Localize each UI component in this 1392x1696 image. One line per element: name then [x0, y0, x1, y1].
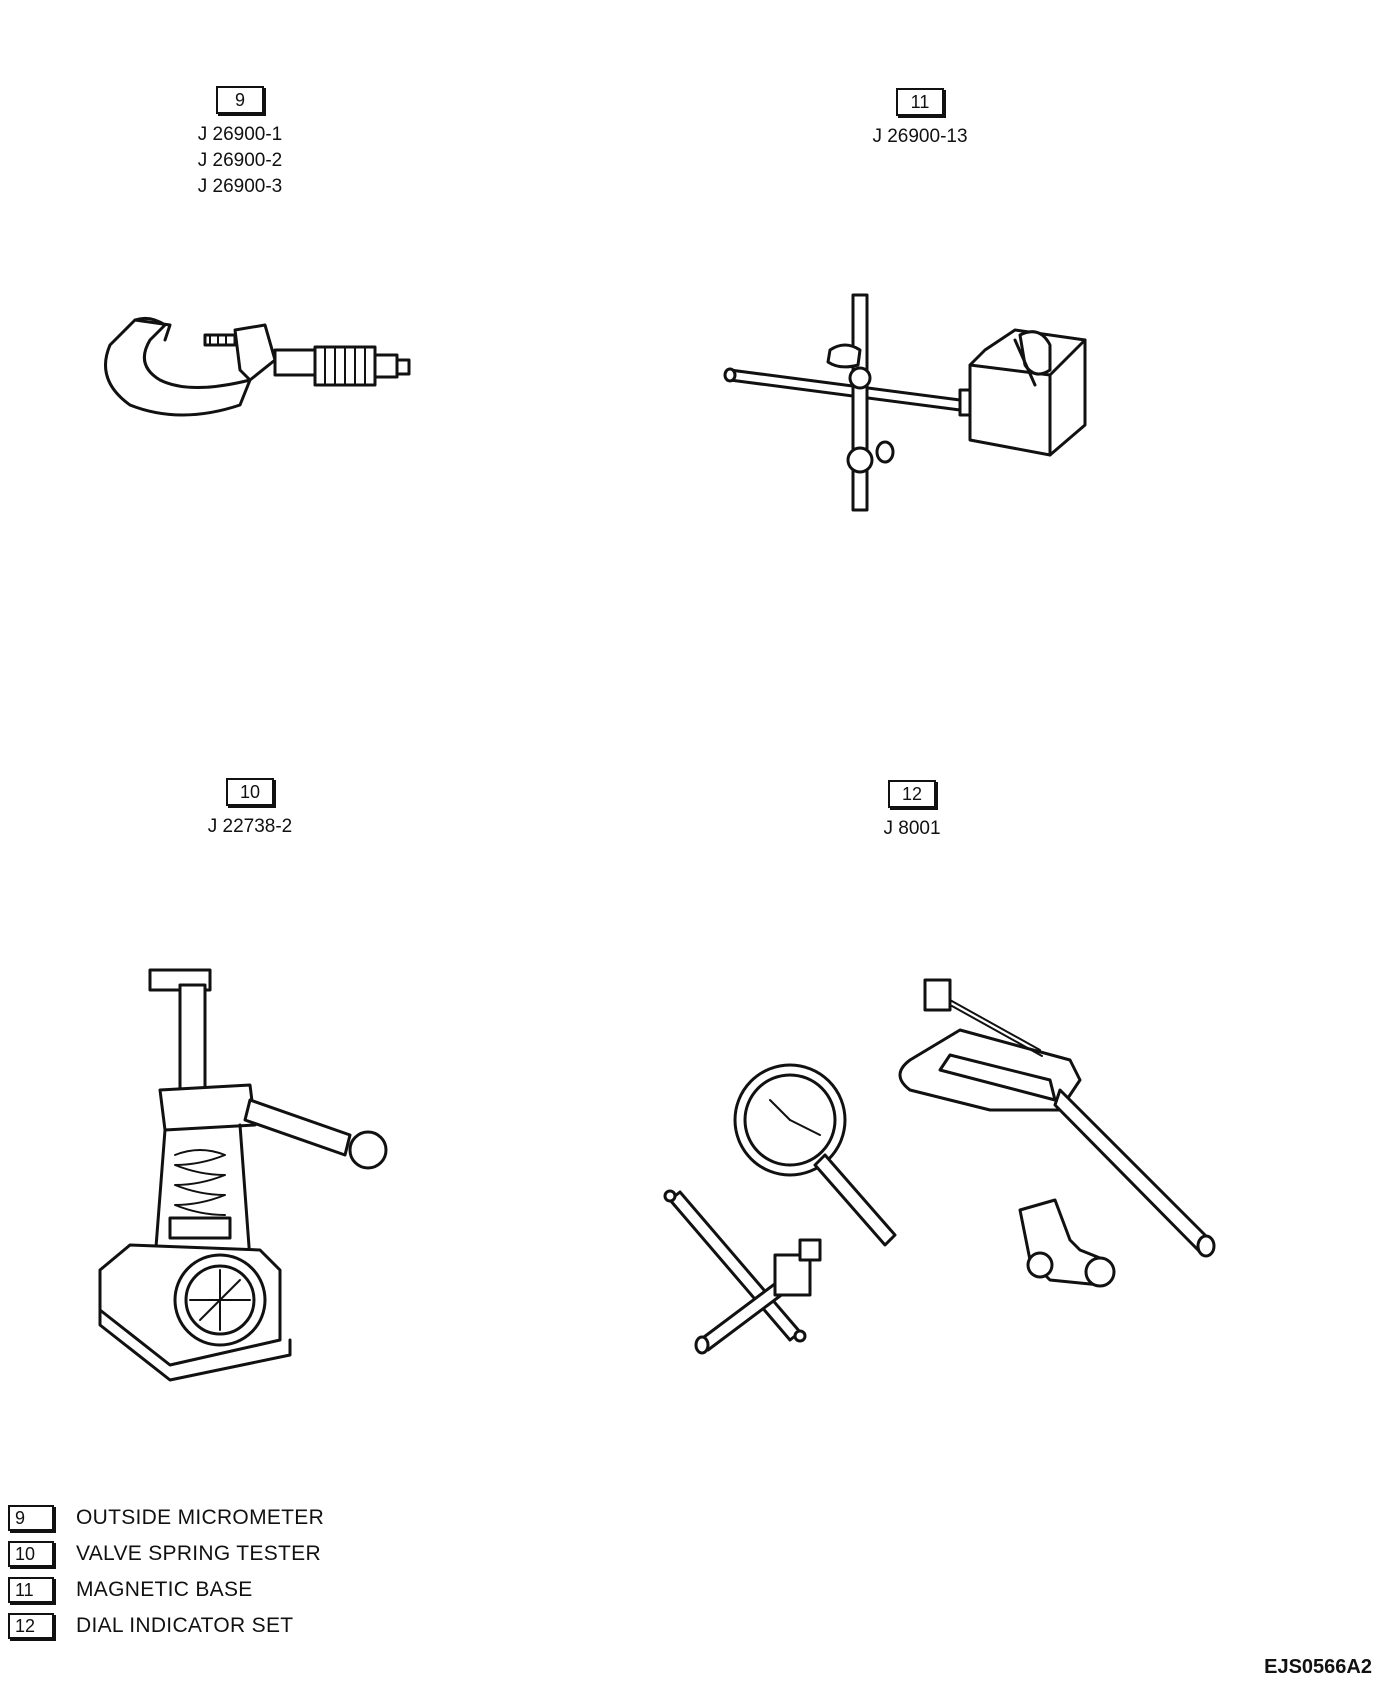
- tool-10-header: 10 J 22738-2: [180, 778, 320, 840]
- legend-label: OUTSIDE MICROMETER: [76, 1506, 325, 1529]
- legend-item: 12 DIAL INDICATOR SET: [8, 1608, 324, 1644]
- tool-12-number: 12: [888, 780, 936, 808]
- part-number: J 26900-2: [197, 150, 283, 171]
- valve-spring-tester-illustration: [98, 968, 388, 1382]
- legend-item: 11 MAGNETIC BASE: [8, 1572, 324, 1608]
- tool-12-part-numbers: J 8001: [842, 816, 982, 842]
- tool-legend: 9 OUTSIDE MICROMETER 10 VALVE SPRING TES…: [8, 1500, 324, 1644]
- part-number: J 26900-13: [872, 126, 968, 147]
- part-number: J 26900-1: [197, 124, 283, 145]
- legend-item: 10 VALVE SPRING TESTER: [8, 1536, 324, 1572]
- tool-9-number: 9: [216, 86, 264, 114]
- legend-label: MAGNETIC BASE: [76, 1578, 253, 1601]
- tool-9-part-numbers: J 26900-1 J 26900-2 J 26900-3: [170, 122, 310, 200]
- legend-item: 9 OUTSIDE MICROMETER: [8, 1500, 324, 1536]
- tool-10-part-numbers: J 22738-2: [180, 814, 320, 840]
- tool-11-part-numbers: J 26900-13: [850, 124, 990, 150]
- outside-micrometer-illustration: [104, 316, 411, 417]
- tool-9-header: 9 J 26900-1 J 26900-2 J 26900-3: [170, 86, 310, 200]
- legend-number: 9: [8, 1505, 54, 1531]
- legend-number: 12: [8, 1613, 54, 1639]
- part-number: J 8001: [883, 818, 941, 839]
- dial-indicator-set-illustration: [663, 978, 1216, 1355]
- tool-12-header: 12 J 8001: [842, 780, 982, 842]
- legend-label: VALVE SPRING TESTER: [76, 1542, 321, 1565]
- part-number: J 26900-3: [197, 176, 283, 197]
- magnetic-base-illustration: [723, 293, 1087, 512]
- figure-code: EJS0566A2: [1264, 1656, 1372, 1678]
- tool-10-number: 10: [226, 778, 274, 806]
- legend-label: DIAL INDICATOR SET: [76, 1614, 294, 1637]
- part-number: J 22738-2: [207, 816, 293, 837]
- tool-11-header: 11 J 26900-13: [850, 88, 990, 150]
- legend-number: 11: [8, 1577, 54, 1603]
- tool-11-number: 11: [896, 88, 944, 116]
- legend-number: 10: [8, 1541, 54, 1567]
